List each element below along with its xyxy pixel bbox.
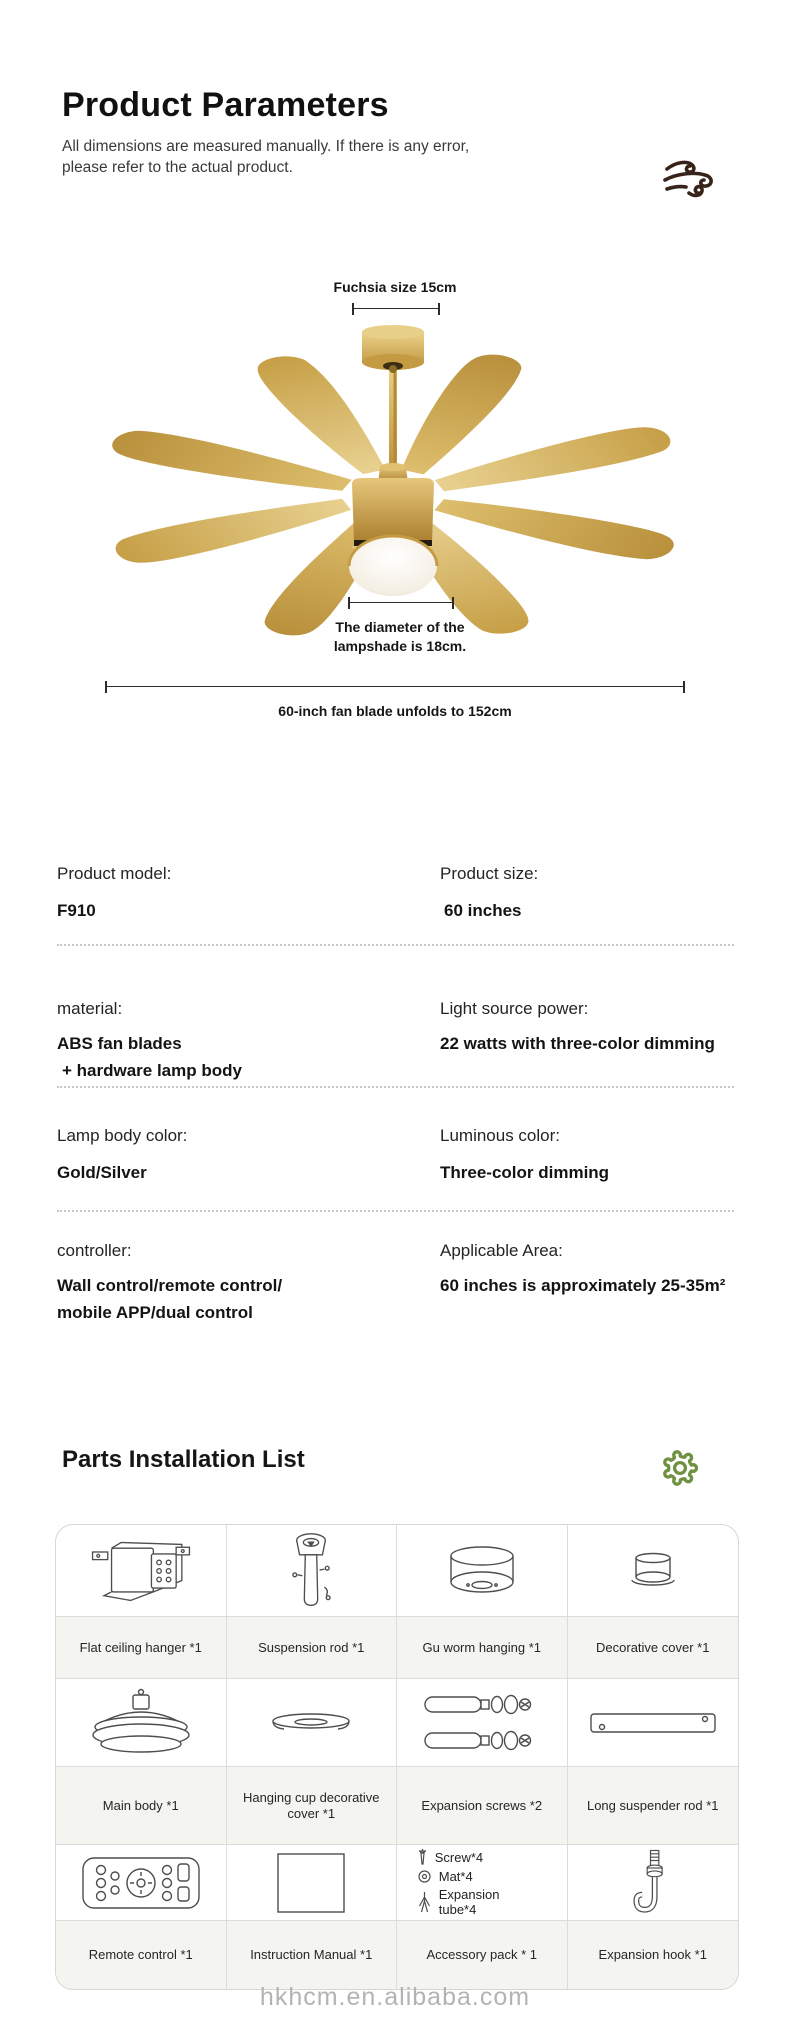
part-label: Remote control *1 — [56, 1921, 227, 1989]
fan-motor-hub — [347, 463, 439, 596]
part-label: Main body *1 — [56, 1767, 227, 1845]
part-label: Expansion hook *1 — [567, 1921, 738, 1989]
dimension-line-lampshade — [348, 597, 454, 609]
accessory-pack-list: Screw*4 Mat*4 Expansion tube*4 — [418, 1848, 546, 1917]
spec-label-applicable-area: Applicable Area: — [440, 1241, 563, 1260]
spec-value-lamp-body-color: Gold/Silver — [57, 1163, 147, 1182]
dimension-line-blade-span — [105, 681, 685, 693]
spec-value-controller-line1: Wall control/remote control/ — [57, 1276, 283, 1295]
part-image-decorative-cover — [567, 1525, 738, 1617]
spec-value-luminous-color: Three-color dimming — [440, 1163, 610, 1182]
accessory-item-label: Screw*4 — [434, 1849, 484, 1865]
accessory-item-screw: Screw*4 — [418, 1848, 484, 1866]
parts-table: Flat ceiling hanger *1 Suspension rod *1… — [55, 1524, 739, 1990]
part-image-instruction-manual — [226, 1845, 397, 1921]
part-image-expansion-hook — [567, 1845, 738, 1921]
parts-section-title: Parts Installation List — [62, 1446, 305, 1473]
accessory-item-expansion-tube: Expansion tube*4 — [418, 1887, 525, 1917]
fan-product-image — [0, 270, 790, 650]
dimension-label-lampshade: The diameter of the lampshade is 18cm. — [295, 618, 505, 656]
spec-label-lamp-body-color: Lamp body color: — [57, 1126, 188, 1145]
spec-value-controller-line2: mobile APP/dual control — [57, 1303, 253, 1322]
spec-value-applicable-area: 60 inches is approximately 25-35m² — [440, 1276, 726, 1295]
part-label: Decorative cover *1 — [567, 1617, 738, 1679]
part-image-long-suspender-rod — [567, 1679, 738, 1767]
part-image-suspension-rod — [226, 1525, 397, 1617]
dimension-line-fuchsia — [352, 303, 440, 315]
part-label: Gu worm hanging *1 — [397, 1617, 568, 1679]
washer-icon — [418, 1869, 431, 1883]
spec-label-controller: controller: — [57, 1241, 132, 1260]
dimension-label-lampshade-line2: lampshade is 18cm. — [333, 638, 467, 654]
part-label: Hanging cup decorative cover *1 — [226, 1767, 397, 1845]
part-image-gu-worm-hanging — [397, 1525, 568, 1617]
part-image-flat-ceiling-hanger — [56, 1525, 227, 1617]
part-image-expansion-screws — [397, 1679, 568, 1767]
part-image-hanging-cup-cover — [226, 1679, 397, 1767]
page-subtitle-line1: All dimensions are measured manually. If… — [62, 138, 470, 155]
page-title: Product Parameters — [62, 86, 389, 124]
spec-label-product-model: Product model: — [57, 864, 172, 883]
spec-value-light-source-power: 22 watts with three-color dimming — [440, 1034, 715, 1053]
spec-value-material-line2: + hardware lamp body — [62, 1061, 242, 1080]
spec-label-luminous-color: Luminous color: — [440, 1126, 561, 1145]
spec-value-product-model: F910 — [57, 901, 96, 920]
part-label: Accessory pack * 1 — [397, 1921, 568, 1989]
part-image-accessory-pack: Screw*4 Mat*4 Expansion tube*4 — [397, 1845, 568, 1921]
dimension-label-blade-span: 60-inch fan blade unfolds to 152cm — [278, 703, 512, 719]
part-label: Flat ceiling hanger *1 — [56, 1617, 227, 1679]
spec-label-light-source-power: Light source power: — [440, 999, 589, 1018]
part-label: Instruction Manual *1 — [226, 1921, 397, 1989]
screw-icon — [418, 1848, 426, 1865]
spec-value-product-size: 60 inches — [444, 901, 522, 920]
gear-icon — [662, 1450, 698, 1486]
spec-label-material: material: — [57, 999, 123, 1018]
spec-divider-3 — [57, 1210, 734, 1212]
fan-blades — [112, 354, 674, 636]
expansion-tube-icon — [418, 1891, 430, 1912]
dimension-label-lampshade-line1: The diameter of the — [335, 619, 465, 635]
watermark: hkhcm.en.alibaba.com — [259, 1983, 531, 2011]
part-label: Expansion screws *2 — [397, 1767, 568, 1845]
spec-label-product-size: Product size: — [440, 864, 539, 883]
fan-ceiling-mount — [362, 325, 424, 472]
accessory-item-label: Expansion tube*4 — [438, 1886, 500, 1917]
accessory-item-label: Mat*4 — [438, 1868, 473, 1884]
wind-icon — [661, 156, 717, 202]
dimension-label-fuchsia: Fuchsia size 15cm — [333, 279, 457, 295]
spec-divider-2 — [57, 1086, 734, 1088]
accessory-item-mat: Mat*4 — [418, 1869, 473, 1884]
part-label: Suspension rod *1 — [226, 1617, 397, 1679]
part-label: Long suspender rod *1 — [567, 1767, 738, 1845]
page-subtitle-line2: please refer to the actual product. — [62, 159, 293, 176]
spec-divider-1 — [57, 944, 734, 946]
part-image-remote-control — [56, 1845, 227, 1921]
spec-value-material-line1: ABS fan blades — [57, 1034, 182, 1053]
part-image-main-body — [56, 1679, 227, 1767]
